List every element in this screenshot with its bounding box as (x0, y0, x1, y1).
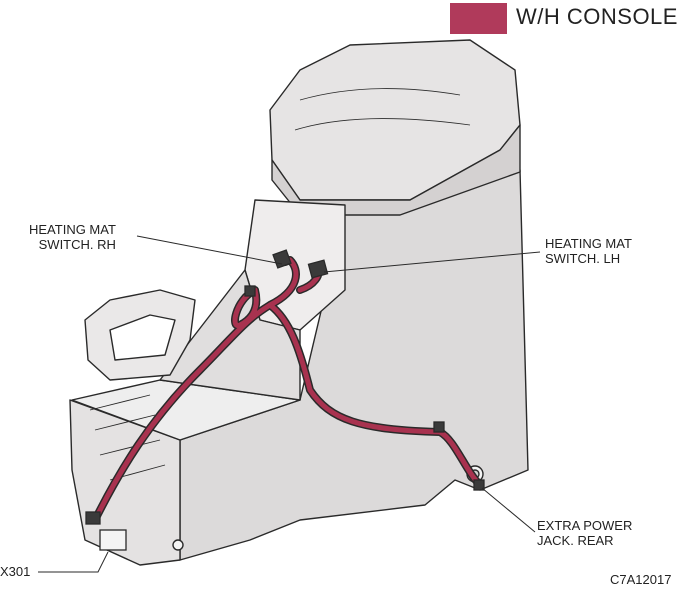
callout-heating-mat-lh: HEATING MAT SWITCH. LH (545, 236, 632, 266)
header-color-swatch (450, 3, 507, 34)
callout-heating-mat-rh-line2: SWITCH. RH (38, 237, 116, 252)
connector-mid (244, 285, 256, 297)
leader-lines (38, 235, 541, 573)
connector-lh (307, 259, 329, 279)
connector-jack (473, 479, 485, 491)
callout-extra-power-jack-line2: JACK. REAR (537, 533, 614, 548)
armrest-detail (294, 88, 471, 131)
callout-heating-mat-lh-line1: HEATING MAT (545, 236, 632, 251)
leader-jack (481, 487, 536, 533)
leader-rh (136, 235, 283, 265)
callout-connector-x301: X301 (0, 564, 31, 579)
callout-heating-mat-rh-line1: HEATING MAT (29, 222, 116, 237)
wire-harness (91, 256, 484, 524)
callout-extra-power-jack: EXTRA POWER JACK. REAR (537, 518, 632, 548)
front-screw (172, 539, 184, 551)
callout-extra-power-jack-line1: EXTRA POWER (537, 518, 633, 533)
front-tray-ribs (89, 394, 166, 481)
front-grip-hole (109, 314, 176, 361)
console-body (69, 39, 529, 566)
armrest-lid-front (271, 124, 521, 216)
leader-lh (323, 251, 541, 273)
leader-x301 (38, 551, 109, 573)
connector-x301-body (99, 529, 127, 551)
figure-code: C7A12017 (610, 572, 672, 587)
page-title: W/H CONSOLE (516, 4, 678, 29)
callout-heating-mat-lh-line2: SWITCH. LH (545, 251, 621, 266)
connector-x301-clip (85, 511, 101, 525)
callout-heating-mat-rh: HEATING MAT SWITCH. RH (29, 222, 116, 252)
connector-rear-clip (433, 421, 445, 433)
harness-core (92, 257, 483, 523)
